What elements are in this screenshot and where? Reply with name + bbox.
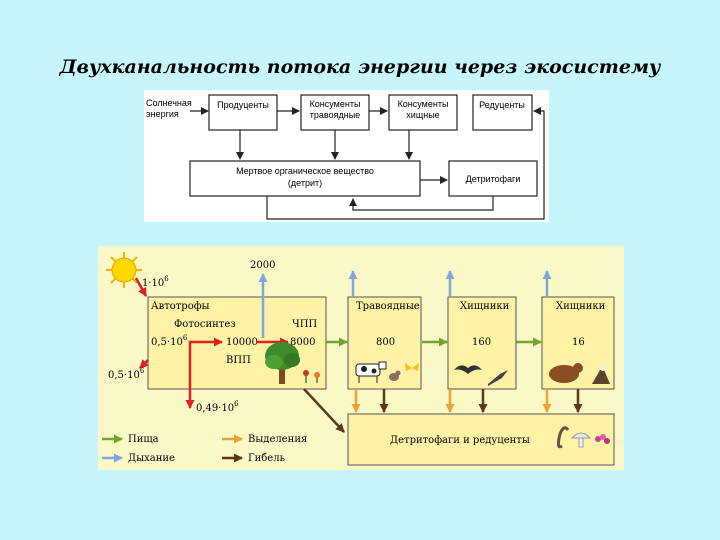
bird-icon	[488, 370, 508, 386]
gpp-label: ВПП	[226, 355, 251, 366]
legend-food-label: Пища	[128, 434, 159, 445]
reflected-arrow	[139, 359, 149, 369]
producers-box	[208, 94, 278, 131]
detritus-box	[347, 413, 615, 466]
worm-icon	[556, 426, 570, 449]
dead-matter-label-1: Мертвое органическое вещество	[236, 166, 374, 176]
detritus-label: Детритофаги и редуценты	[390, 435, 530, 446]
predators2-label: Хищники	[556, 301, 606, 312]
energy-flow-diagram: 1·106 Автотрофы Фотосинтез ЧПП 0,5·106 1…	[98, 246, 624, 470]
top-diagram: Солнечная энергия Продуценты Консументы …	[144, 90, 549, 222]
arrow-detrito-dead	[349, 196, 494, 211]
producers-label: Продуценты	[217, 100, 269, 110]
predator-consumers-box	[388, 94, 458, 131]
sun-label: Солнечная	[146, 98, 192, 108]
npp-value: 8000	[290, 337, 315, 348]
herbivores-label: Травоядные	[356, 301, 420, 312]
dead-matter-box	[189, 160, 421, 197]
rabbit-icon	[389, 370, 401, 381]
butterfly-icon	[405, 363, 419, 371]
legend-excretion-label: Выделения	[248, 434, 307, 445]
autotrophs-box	[147, 296, 327, 390]
detritophages-box	[448, 160, 538, 197]
detritophages-label: Детритофаги	[466, 174, 521, 184]
herbivore-consumers-box	[300, 94, 370, 131]
reflected-value: 0,5·106	[108, 367, 145, 381]
lost-value: 0,49·106	[196, 400, 239, 414]
predator-label-2: хищные	[406, 110, 439, 120]
respiration-autotrophs-value: 2000	[250, 260, 275, 271]
tree-icon	[265, 342, 300, 384]
reducers-label: Редуценты	[479, 100, 525, 110]
gpp-value: 10000	[226, 337, 258, 348]
predator-label-1: Консументы	[398, 99, 449, 109]
sun-icon	[106, 252, 142, 288]
absorbed-arrow	[188, 337, 223, 389]
legend-respiration-label: Дыхание	[128, 453, 175, 464]
sun-energy-arrow	[134, 277, 148, 297]
arrow-to-reducers	[266, 107, 545, 220]
bear-icon	[549, 363, 583, 383]
dead-matter-label-2: (детрит)	[288, 178, 322, 188]
autotrophs-label: Автотрофы	[151, 301, 210, 312]
flower-icon	[303, 370, 320, 383]
fungus-icon	[595, 434, 610, 444]
npp-label: ЧПП	[292, 319, 317, 330]
herbivore-label-1: Консументы	[310, 99, 361, 109]
eagle-icon	[592, 365, 610, 384]
bat-icon	[454, 365, 482, 374]
sun-label-2: энергия	[146, 109, 179, 119]
cow-icon	[355, 361, 387, 383]
death-arrow-autotrophs	[303, 388, 345, 433]
absorbed-value: 0,5·106	[151, 334, 188, 348]
herbivore-label-2: травоядные	[310, 110, 360, 120]
predators1-value: 160	[472, 337, 491, 348]
predators1-label: Хищники	[460, 301, 510, 312]
page-title: Двухканальность потока энергии через эко…	[59, 56, 661, 78]
mushroom-icon	[570, 432, 592, 448]
predators2-value: 16	[572, 337, 585, 348]
herbivores-value: 800	[376, 337, 395, 348]
legend-death-label: Гибель	[248, 453, 286, 464]
reducers-box	[472, 94, 533, 131]
sun-input-value: 1·106	[142, 275, 169, 289]
photosynthesis-label: Фотосинтез	[174, 319, 236, 330]
